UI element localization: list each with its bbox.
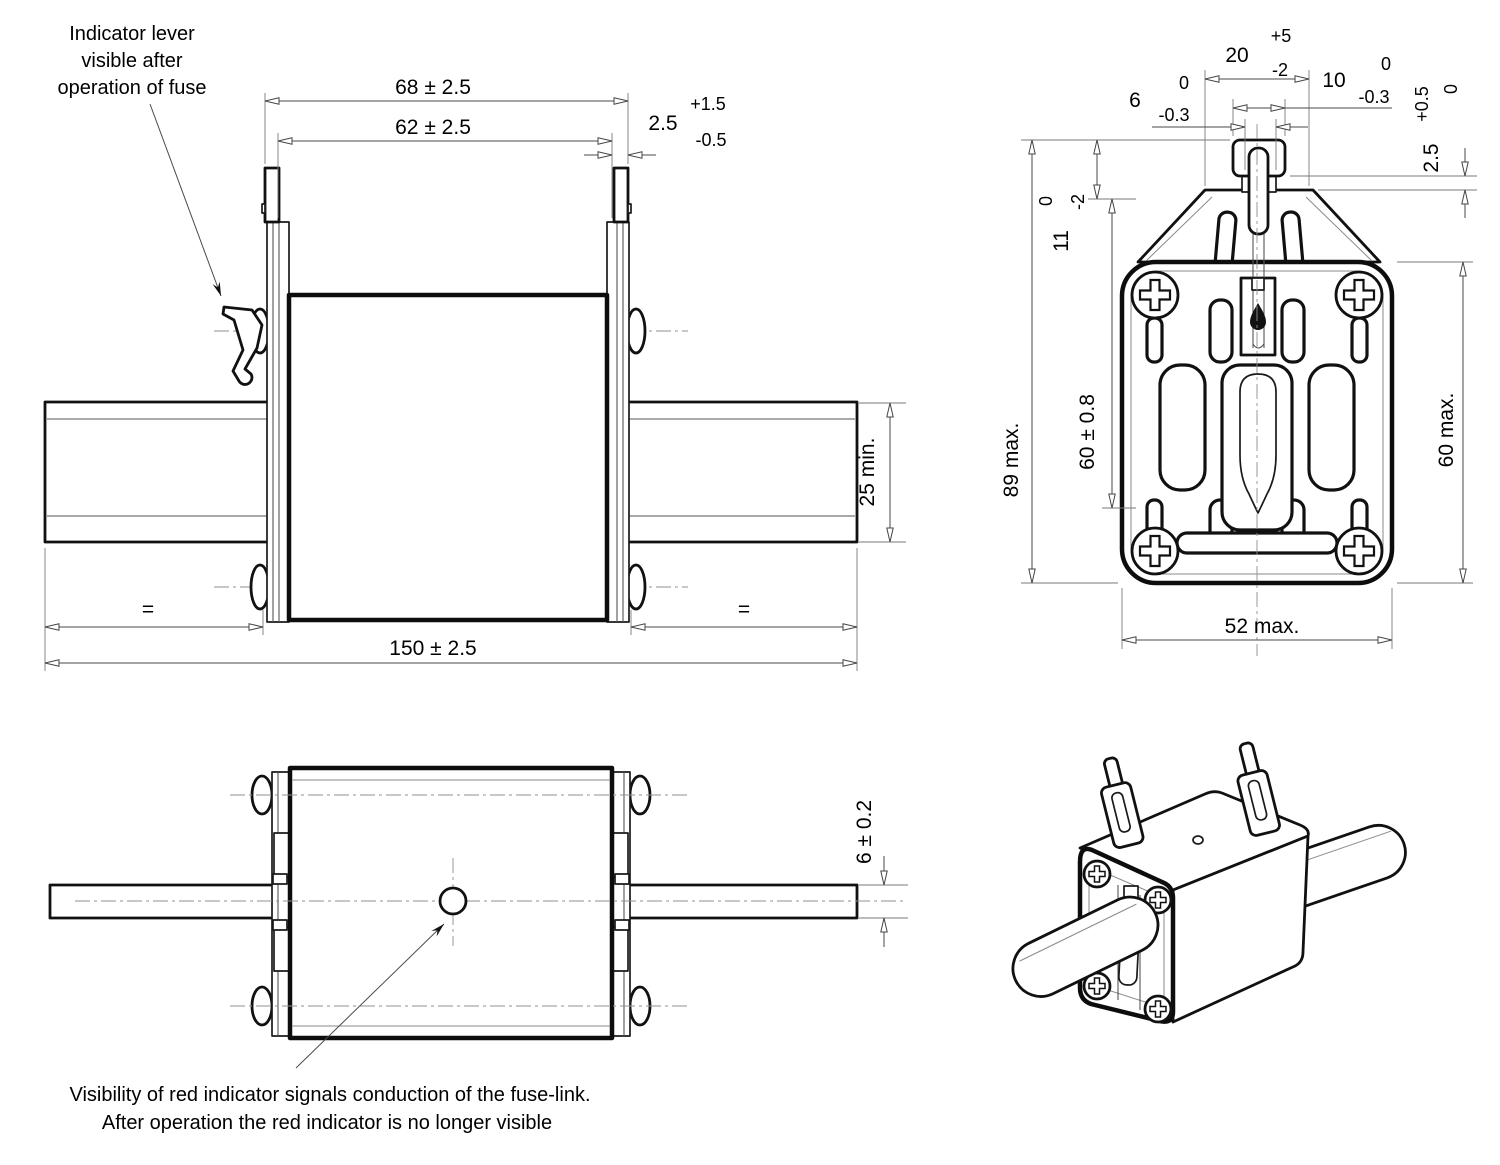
fixing-screw [1334,270,1384,320]
blade-tab-slot [1247,146,1270,236]
dim-20-label: 20 [1225,44,1248,67]
iso-body-side [1171,834,1310,1024]
dim-60tol-label: 60 ± 0.8 [1076,394,1099,470]
fuse-body-side [286,292,610,623]
dim-gap-label: 2.5 [648,112,677,135]
dim-blade-thickness-label: 6 ± 0.2 [853,800,876,864]
dim-52max-label: 52 max. [1225,615,1300,638]
iso-vent-dot [1192,835,1204,845]
left-end-plates [266,221,290,623]
indicator-leader-arrow [295,923,445,1069]
isometric-view [1011,741,1407,1024]
dim-11-label: 11 [1050,230,1073,252]
left-blade-terminal [43,400,272,544]
iso-screw [1143,994,1173,1024]
iso-screw [1082,859,1112,889]
dim-60max-label: 60 max. [1435,393,1458,468]
dim-step-label: 2.5 [1420,143,1443,172]
fixing-screw [1130,526,1180,576]
dim-20-minus: -2 [1272,60,1288,80]
indicator-lever [221,305,264,386]
iso-left-tab [1100,756,1145,849]
dim-6-label: 6 [1129,89,1141,112]
iso-right-tab [1236,741,1281,837]
lever-leader-arrow [149,103,222,297]
fixing-screw [1130,270,1180,320]
lever-note-line1: Indicator lever [69,23,195,45]
dim-11-minus: -2 [1068,194,1088,210]
dim-10-label: 10 [1322,69,1345,92]
dim-gap-minus: -0.5 [695,130,726,150]
dim-10-minus: -0.3 [1358,87,1389,107]
equal-span-right: = [738,598,750,621]
dim-68-label: 68 ± 2.5 [395,76,471,99]
right-end-stack [611,771,631,1037]
lever-note-line2: visible after [81,50,182,72]
equal-span-left: = [142,598,154,621]
dim-62-label: 62 ± 2.5 [395,116,471,139]
left-fixing-lug [263,166,281,224]
lever-note-line3: operation of fuse [58,77,207,99]
dim-20-plus: +5 [1271,26,1292,46]
left-blade-plan [48,883,276,920]
end-face-view: 20 +5 -2 10 0 -0.3 6 0 -0.3 89 max. 11 0… [1000,26,1477,656]
central-oval [1239,373,1277,514]
right-end-plates [606,221,630,623]
right-blade-plan [626,883,859,920]
dim-10-plus: 0 [1381,54,1391,74]
dim-gap-plus: +1.5 [690,94,726,114]
fixing-screw [1334,526,1384,576]
side-elevation-view: 68 ± 2.5 62 ± 2.5 2.5 +1.5 -0.5 25 min. … [43,23,906,671]
dim-150-label: 150 ± 2.5 [389,637,476,660]
dim-step-minus: 0 [1441,84,1461,94]
plan-view: 6 ± 0.2 Visibility of red indicator sign… [48,765,908,1134]
iso-left-blade [1011,895,1160,998]
indicator-note-line1: Visibility of red indicator signals cond… [69,1084,590,1106]
right-fixing-lug [612,166,630,224]
red-indicator-teardrop [1250,303,1266,330]
dim-6-plus: 0 [1179,73,1189,93]
dim-6-minus: -0.3 [1158,105,1189,125]
indicator-note-line2: After operation the red indicator is no … [102,1112,552,1134]
dim-25min-label: 25 min. [856,438,879,507]
right-blade-terminal [625,400,859,544]
dim-11-plus: 0 [1036,196,1056,206]
dim-step-plus: +0.5 [1412,86,1432,122]
left-end-stack [271,771,291,1037]
dim-89max-label: 89 max. [1000,423,1023,498]
red-indicator-hole [438,886,468,916]
